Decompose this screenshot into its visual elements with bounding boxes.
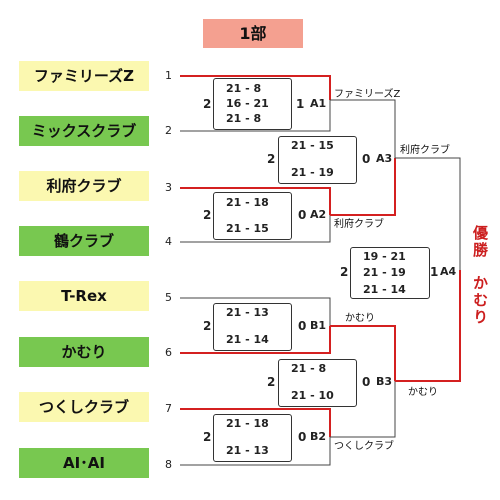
b1-code: B1	[310, 319, 327, 332]
a4-left-games: 2	[340, 265, 349, 279]
a3-code: A3	[376, 152, 393, 165]
b2-right-games: 0	[298, 430, 307, 444]
line-a3-to-final	[395, 157, 461, 270]
team-8: AI･AI	[19, 448, 149, 478]
a1-score-2: 16 - 21	[226, 97, 269, 110]
a1-score-box	[213, 78, 292, 130]
line-team5	[180, 297, 331, 326]
b3-score-2: 21 - 10	[291, 389, 334, 402]
b3-score-box	[278, 359, 357, 407]
b2-score-1: 21 - 18	[226, 417, 269, 430]
team-1: ファミリーズZ	[19, 61, 149, 91]
b1-left-games: 2	[203, 319, 212, 333]
line-b2-to-b3	[330, 381, 396, 438]
seed-3: 3	[165, 181, 172, 194]
b3-code: B3	[376, 375, 393, 388]
team-7: つくしクラブ	[19, 392, 149, 422]
a2-right-games: 0	[298, 208, 307, 222]
team-6: かむり	[19, 337, 149, 367]
a4-score-3: 21 - 14	[363, 283, 406, 296]
a1-code: A1	[310, 97, 327, 110]
seed-2: 2	[165, 124, 172, 137]
b1-score-box	[213, 303, 292, 351]
a2-code: A2	[310, 208, 327, 221]
a3-score-1: 21 - 15	[291, 139, 334, 152]
seed-4: 4	[165, 235, 172, 248]
b1-winner: かむり	[345, 313, 375, 324]
a4-right-games: 1	[430, 265, 439, 279]
b2-score-2: 21 - 13	[226, 444, 269, 457]
team-4: 鶴クラブ	[19, 226, 149, 256]
seed-5: 5	[165, 291, 172, 304]
a3-winner: 利府クラブ	[400, 145, 450, 156]
line-team4	[180, 215, 331, 243]
a1-score-1: 21 - 8	[226, 82, 262, 95]
a1-right-games: 1	[296, 97, 305, 111]
b3-score-1: 21 - 8	[291, 362, 327, 375]
b2-code: B2	[310, 430, 327, 443]
a3-left-games: 2	[267, 152, 276, 166]
line-team3	[180, 187, 331, 215]
a1-score-3: 21 - 8	[226, 112, 262, 125]
a2-score-1: 21 - 18	[226, 196, 269, 209]
line-team2	[180, 100, 331, 132]
a3-score-box	[278, 136, 357, 184]
seed-8: 8	[165, 458, 172, 471]
line-a2-to-a3	[330, 158, 396, 216]
team-5: T-Rex	[19, 281, 149, 311]
a2-score-2: 21 - 15	[226, 222, 269, 235]
a4-code: A4	[440, 265, 457, 278]
a4-score-box	[350, 247, 430, 299]
b3-right-games: 0	[362, 375, 371, 389]
line-team7	[180, 408, 331, 437]
line-b3-to-final	[395, 270, 461, 382]
b1-score-2: 21 - 14	[226, 333, 269, 346]
b3-winner: かむり	[408, 387, 438, 398]
a2-score-box	[213, 192, 292, 240]
team-2: ミックスクラブ	[19, 116, 149, 146]
champion-name: かむり	[471, 275, 489, 326]
seed-1: 1	[165, 69, 172, 82]
seed-7: 7	[165, 402, 172, 415]
a4-score-1: 19 - 21	[363, 250, 406, 263]
a2-winner: 利府クラブ	[334, 219, 384, 230]
team-3: 利府クラブ	[19, 171, 149, 201]
line-team1	[180, 75, 331, 100]
b3-left-games: 2	[267, 375, 276, 389]
line-team8	[180, 437, 331, 466]
a1-winner: ファミリーズZ	[334, 89, 401, 100]
b1-right-games: 0	[298, 319, 307, 333]
line-b1-to-b3	[330, 325, 396, 381]
a4-score-2: 21 - 19	[363, 266, 406, 279]
line-team6	[180, 326, 331, 354]
b2-score-box	[213, 414, 292, 462]
division-title: 1部	[203, 19, 303, 48]
b2-winner: つくしクラブ	[334, 441, 394, 452]
a3-right-games: 0	[362, 152, 371, 166]
b2-left-games: 2	[203, 430, 212, 444]
a2-left-games: 2	[203, 208, 212, 222]
seed-6: 6	[165, 346, 172, 359]
line-a1-to-a3	[330, 99, 396, 158]
a3-score-2: 21 - 19	[291, 166, 334, 179]
champion-label: 優勝	[471, 225, 489, 259]
a1-left-games: 2	[203, 97, 212, 111]
b1-score-1: 21 - 13	[226, 306, 269, 319]
